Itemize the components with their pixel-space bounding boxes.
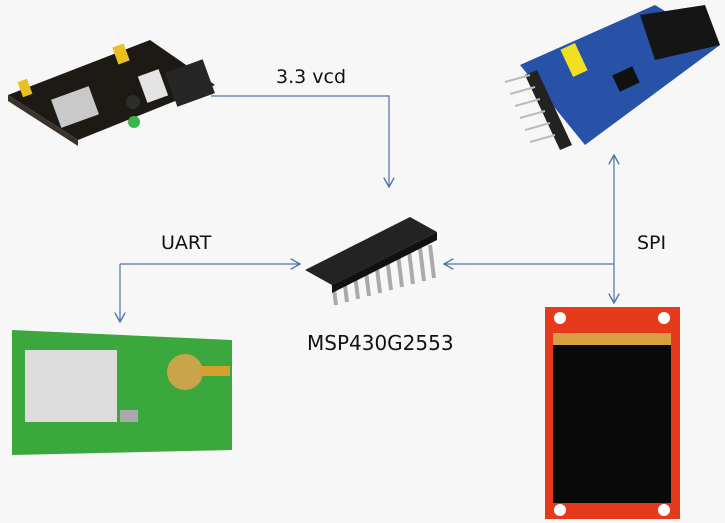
gps-board-image bbox=[12, 330, 232, 455]
spi-label: SPI bbox=[637, 232, 667, 254]
power-label: 3.3 vcd bbox=[276, 66, 347, 88]
power-arrow bbox=[211, 95, 389, 187]
power-supply-board-image bbox=[8, 40, 215, 146]
spi-flash-module-image bbox=[504, 5, 720, 150]
mcu-label: MSP430G2553 bbox=[307, 331, 454, 355]
uart-label: UART bbox=[161, 232, 212, 254]
mcu-chip-image bbox=[305, 217, 437, 306]
lcd-display-image bbox=[545, 307, 680, 519]
